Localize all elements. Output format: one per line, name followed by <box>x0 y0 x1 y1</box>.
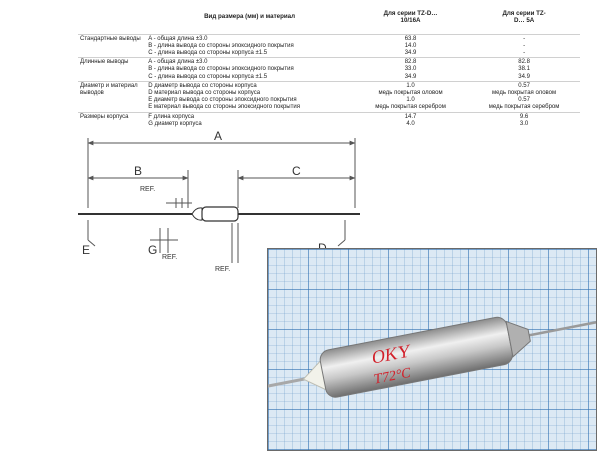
cell-value: 14.0 <box>404 42 417 49</box>
cell-value: 0.57 <box>518 82 530 89</box>
row-label: D материал вывода со стороны корпуса <box>148 89 261 96</box>
row-label: F длина корпуса <box>148 113 195 120</box>
ref-label-2: REF. <box>162 254 177 261</box>
cell-value: медь покрытая серебром <box>488 104 560 111</box>
row-label: E диаметр вывода со стороны эпоксидного … <box>148 97 297 104</box>
table-row: Длинные выводы A - общая длина ±3.0 B - … <box>78 57 580 82</box>
row-label: A - общая длина ±3.0 <box>148 59 208 66</box>
group-name: Размеры корпуса <box>78 111 147 129</box>
ref-label-3: REF. <box>215 266 230 273</box>
table-row: Размеры корпуса F длина корпуса G диамет… <box>78 111 580 129</box>
fuse-body: OKY T72°C <box>268 314 596 398</box>
cell-value: 4.0 <box>406 120 415 127</box>
cell-value: медь покрытая оловом <box>378 89 443 96</box>
label-g: G <box>148 243 157 257</box>
cell-value: 38.1 <box>518 66 530 73</box>
label-e: E <box>82 243 90 257</box>
cell-value: медь покрытая серебром <box>375 104 446 111</box>
col1-values: 82.8 33.0 34.9 <box>352 57 469 82</box>
cell-value: 14.7 <box>404 113 417 120</box>
cell-value: 3.0 <box>519 120 529 127</box>
table-row: Стандартные выводы A - общая длина ±3.0 … <box>78 33 580 58</box>
label-c: C <box>292 164 301 178</box>
cell-value: 82.8 <box>518 59 530 66</box>
cell-value: 9.6 <box>519 113 529 120</box>
row-label: C - длина вывода со стороны корпуса ±1.5 <box>148 73 268 80</box>
col2-values: 0.57 медь покрытая оловом 0.57 медь покр… <box>468 80 580 113</box>
col2-values: - - - <box>468 33 580 58</box>
cell-value: 33.0 <box>404 66 417 73</box>
row-label: A - общая длина ±3.0 <box>148 35 208 42</box>
cell-value: 1.0 <box>406 97 415 104</box>
row-label: G диаметр корпуса <box>148 120 202 127</box>
ref-label-1: REF. <box>140 186 155 193</box>
header-col2: Для серии TZ-D… 5А <box>502 9 546 24</box>
e-arrow <box>87 239 96 247</box>
col1-values: 1.0 медь покрытая оловом 1.0 медь покрыт… <box>352 80 469 113</box>
thermal-fuse-outline <box>78 206 360 222</box>
spec-table: Вид размера (мм) и материал Для серии TZ… <box>78 0 580 129</box>
row-label: B - длина вывода со стороны эпоксидного … <box>148 66 294 73</box>
cell-value: 34.9 <box>404 73 417 80</box>
cell-value: 1.0 <box>406 82 415 89</box>
cell-value: - <box>523 42 526 49</box>
component-photo: OKY T72°C <box>267 248 597 451</box>
row-label: B - длина вывода со стороны эпоксидного … <box>148 42 294 49</box>
col1-values: 14.7 4.0 <box>352 111 469 129</box>
label-b: B <box>134 164 142 178</box>
group-name: Длинные выводы <box>78 57 147 82</box>
cell-value: - <box>523 49 526 56</box>
col1-values: 63.8 14.0 34.9 <box>352 33 469 58</box>
cell-value: 0.57 <box>518 97 530 104</box>
col2-values: 82.8 38.1 34.9 <box>468 57 580 82</box>
cell-value: - <box>523 35 526 42</box>
cell-value: медь покрытая оловом <box>492 89 557 96</box>
marking-temperature: T72°C <box>374 365 411 388</box>
header-group <box>78 0 146 34</box>
label-a: A <box>214 129 222 143</box>
row-labels: D диаметр вывода со стороны корпуса D ма… <box>146 80 353 113</box>
cell-value: 63.8 <box>404 35 417 42</box>
group-name: Стандартные выводы <box>78 33 147 58</box>
table-header-row: Вид размера (мм) и материал Для серии TZ… <box>78 0 580 34</box>
dimension-drawing: A B C REF. E G REF. D REF. <box>78 129 360 273</box>
row-labels: A - общая длина ±3.0 B - длина вывода со… <box>146 57 353 82</box>
cell-value: 82.8 <box>404 59 417 66</box>
row-labels: A - общая длина ±3.0 B - длина вывода со… <box>146 33 353 58</box>
row-label: D диаметр вывода со стороны корпуса <box>148 82 257 89</box>
row-label: E материал вывода со стороны эпоксидного… <box>148 104 300 111</box>
row-labels: F длина корпуса G диаметр корпуса <box>146 111 353 129</box>
header-dimension: Вид размера (мм) и материал <box>204 13 296 21</box>
d-arrow <box>337 239 346 247</box>
header-col1: Для серии TZ-D… 10/16А <box>383 9 438 24</box>
row-label: C - длина вывода со стороны корпуса ±1.5 <box>148 49 268 56</box>
table-row: Диаметр и материал выводов D диаметр выв… <box>78 80 580 113</box>
cell-value: 34.9 <box>518 73 530 80</box>
col2-values: 9.6 3.0 <box>468 111 580 129</box>
group-name: Диаметр и материал выводов <box>78 80 147 113</box>
cell-value: 34.9 <box>404 49 417 56</box>
